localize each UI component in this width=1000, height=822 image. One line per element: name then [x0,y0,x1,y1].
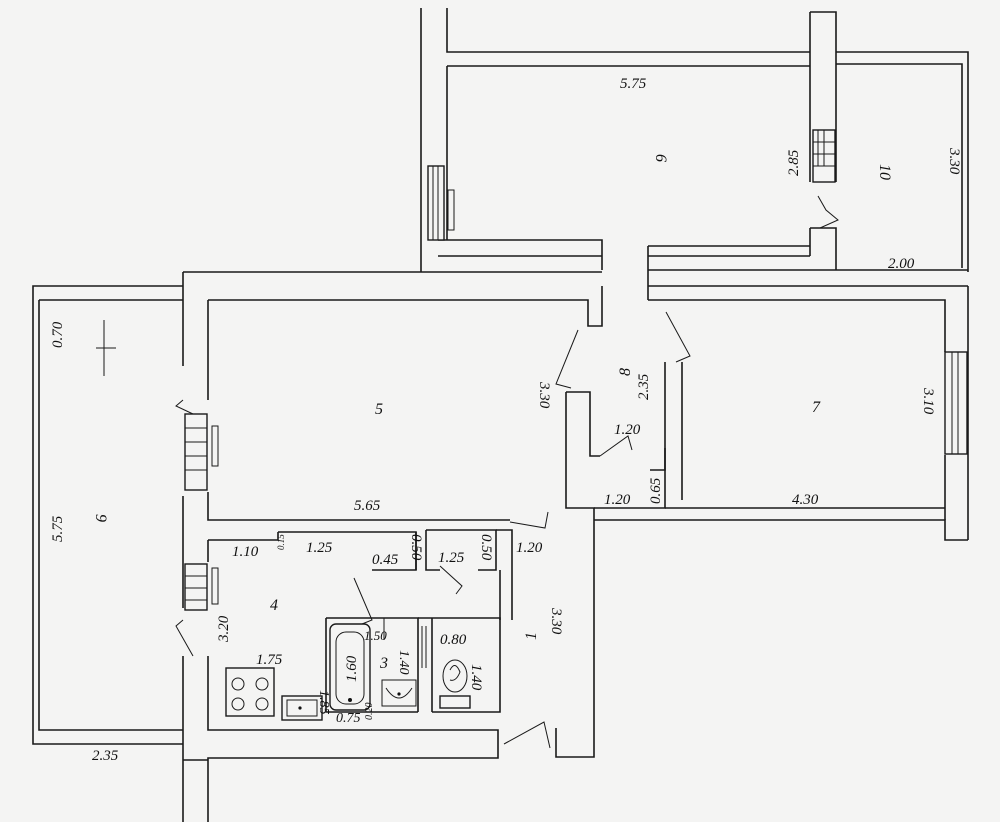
dim-hall-width: 1.20 [516,540,543,556]
kitchen-sink-icon [281,695,323,721]
dim-r1-depth: 3.30 [548,607,564,635]
dim-closet-a-depth: 0.50 [408,534,424,561]
dim-bath-tub-length: 1.60 [344,655,360,682]
dim-r9-depth: 5.75 [50,515,66,542]
dimension-labels: 5.75 2.85 3.30 2.00 0.70 5.75 2.35 3.30 … [50,76,962,764]
dim-r10-depth: 3.30 [946,147,962,175]
dim-bath-small: 0.20 [364,703,375,721]
dim-r10-width: 2.00 [888,256,915,272]
windows [96,66,968,611]
dim-r4-kitchen-depth: 1.85 [316,690,331,715]
dim-r8-bottom: 1.20 [604,492,631,508]
room-3-label: 3 [379,655,388,672]
dim-r4-depth: 3.20 [216,615,232,643]
door-swings [175,195,839,749]
dim-r9-bottom: 2.35 [92,748,119,764]
dim-r8-nook-depth: 0.65 [648,477,664,504]
dim-r4-c: 1.25 [306,540,333,556]
bathtub-icon [329,623,371,711]
stove-icon [225,667,275,717]
dim-r4-width: 1.75 [256,652,283,668]
dim-wc-width: 0.80 [440,632,467,648]
walls [32,8,969,822]
dim-r5-width: 5.65 [354,498,381,514]
dim-bath-bottom: 0.75 [336,711,361,726]
room-10-label: 10 [876,164,893,180]
dim-r5-depth: 3.30 [536,381,552,409]
dim-r6-width: 5.75 [620,76,647,92]
dim-closet-b-depth: 0.50 [478,534,494,561]
room-8-label: 8 [617,368,634,376]
dim-r7-depth: 3.10 [920,387,936,415]
dim-r6-depth: 2.85 [786,149,802,176]
dim-r7-width: 4.30 [792,492,819,508]
dim-bath-width: 1.50 [364,628,387,643]
dim-r4-a: 1.10 [232,544,259,560]
room-1-label: 1 [523,632,540,640]
dim-r4-b: 0.15 [276,534,286,550]
room-numbers: 1 3 4 5 6 7 8 9 10 [92,154,893,672]
dim-bath-depth: 1.40 [396,650,411,675]
toilet-icon [439,659,471,709]
dim-r9-top: 0.70 [50,321,66,348]
room-9-label: 9 [92,514,109,522]
room-6-label: 6 [652,154,669,162]
dim-closet-a-gap: 0.45 [372,552,399,568]
washbasin-icon [381,679,417,707]
dim-r8-depth: 2.35 [636,373,652,400]
dim-wc-depth: 1.40 [468,664,484,691]
dim-r8-nook-width: 1.20 [614,422,641,438]
fixtures [225,623,471,721]
room-4-label: 4 [270,597,278,614]
room-7-label: 7 [812,399,821,416]
room-5-label: 5 [375,401,383,418]
dim-closet-b-width: 1.25 [438,550,465,566]
